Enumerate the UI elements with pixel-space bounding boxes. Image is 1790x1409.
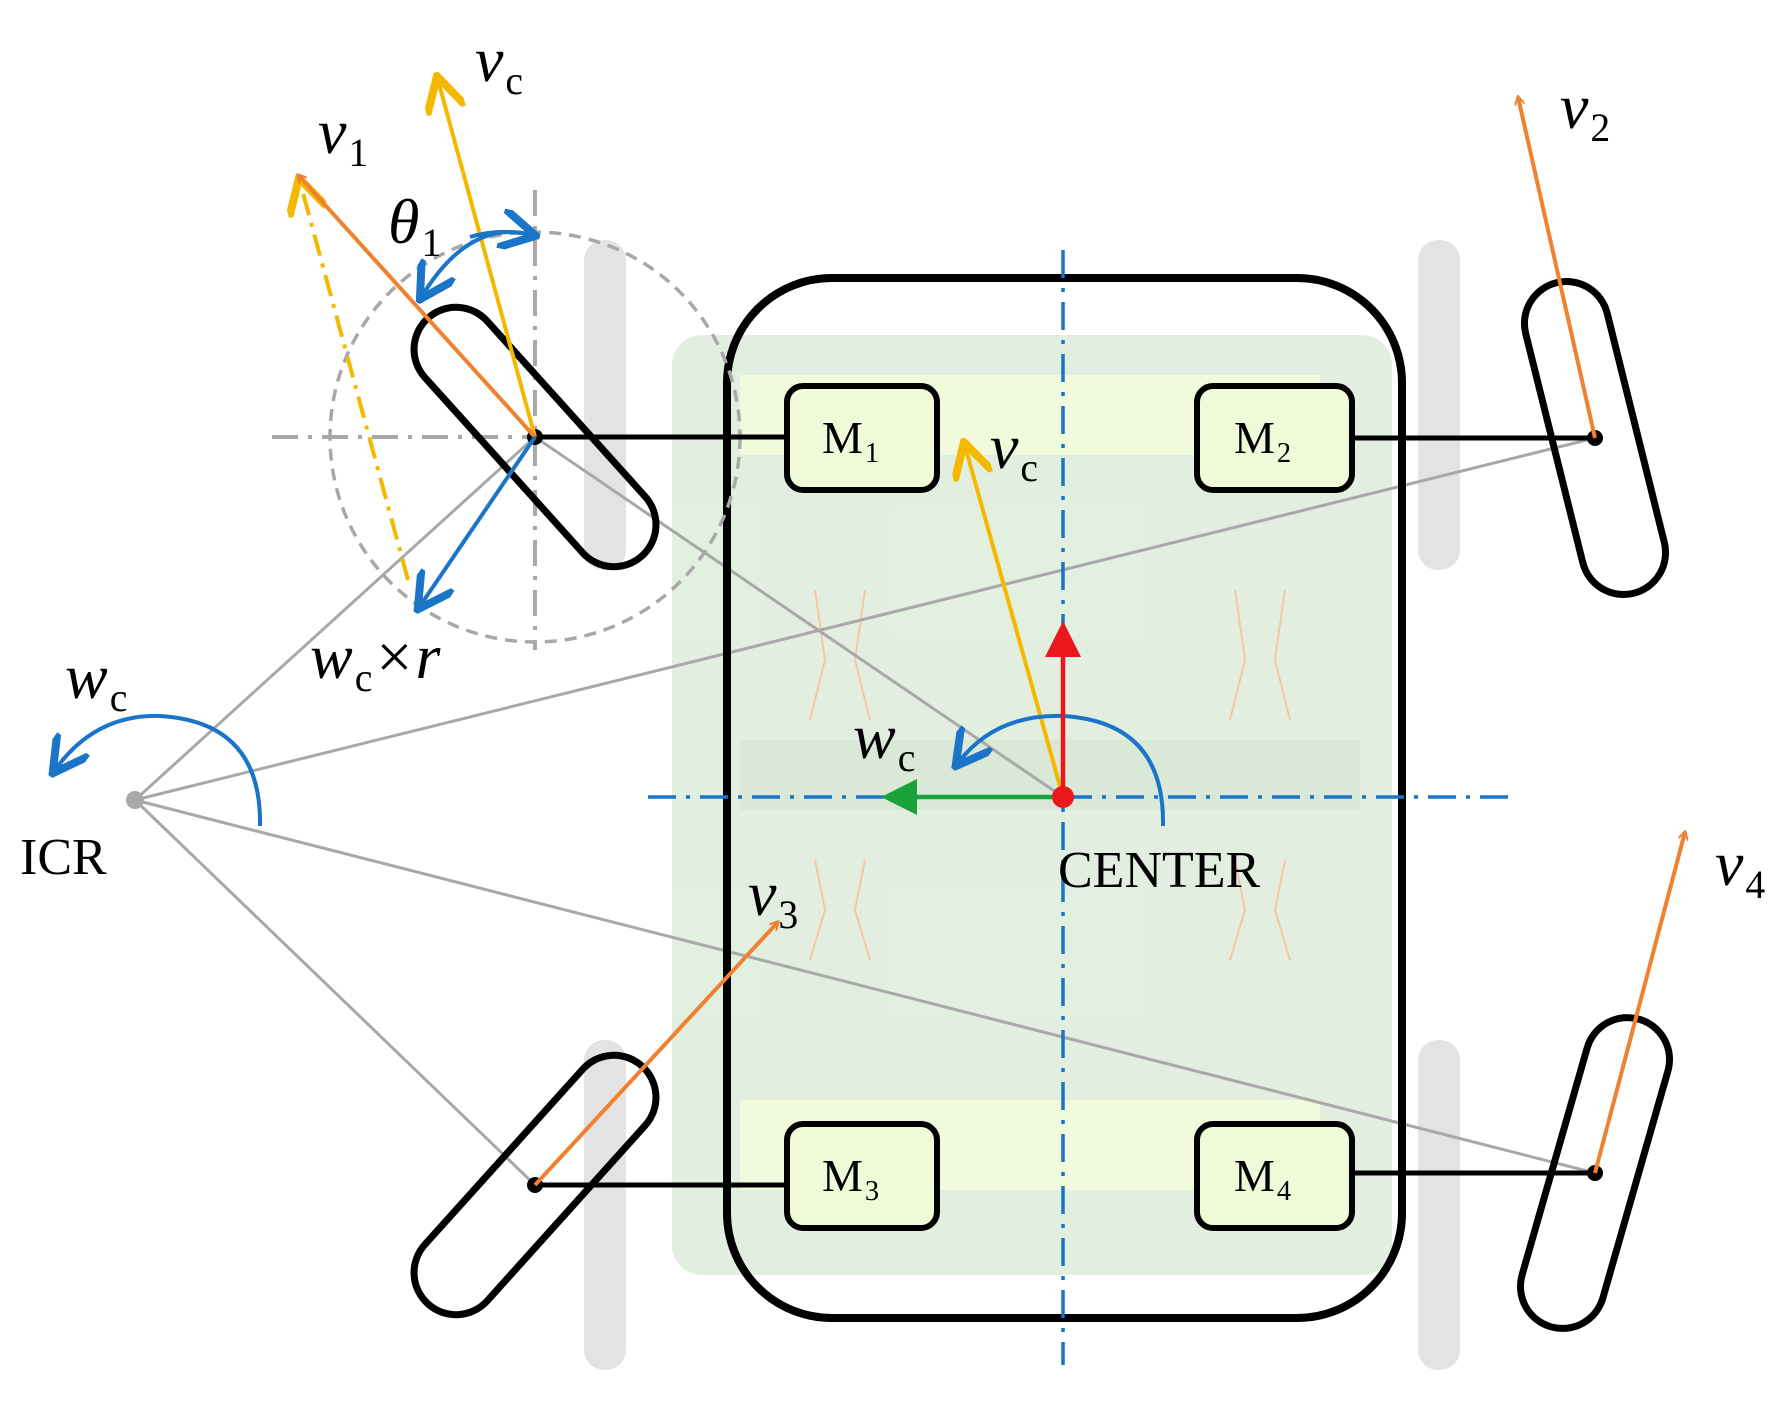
wheel-3 bbox=[410, 1051, 660, 1319]
wheel-4 bbox=[1516, 1014, 1674, 1332]
bg-wheel-2 bbox=[1418, 240, 1460, 570]
v4-arrow bbox=[1593, 832, 1685, 1174]
motor-box-3 bbox=[784, 1121, 940, 1231]
vc-top-label: vc bbox=[475, 24, 524, 103]
motor-label-1: M1 bbox=[822, 412, 880, 470]
motor-label-4: M4 bbox=[1234, 1150, 1292, 1208]
v4-label: v4 bbox=[1715, 828, 1766, 907]
theta1-label: θ1 bbox=[388, 186, 442, 265]
wc-icr-arc bbox=[55, 713, 263, 827]
wc-icr-label: wc bbox=[65, 641, 128, 720]
theta1-arc-start bbox=[469, 232, 532, 237]
motor-box-4 bbox=[1194, 1121, 1355, 1231]
motor-boxes bbox=[784, 383, 1355, 1231]
center-label: CENTER bbox=[1058, 842, 1261, 899]
v3-label: v3 bbox=[748, 858, 799, 937]
v1-label: v1 bbox=[318, 96, 369, 175]
center-axes bbox=[648, 250, 1515, 1365]
wc-center-label: wc bbox=[853, 701, 916, 780]
wcr-arrow bbox=[420, 435, 537, 606]
v2-label: v2 bbox=[1560, 71, 1611, 150]
wc-r-label: wc×r bbox=[310, 621, 441, 700]
vc-arrow-top bbox=[438, 80, 537, 438]
vc-arrow-center bbox=[965, 446, 1065, 798]
motor-label-3: M3 bbox=[822, 1150, 880, 1208]
v2-arrow bbox=[1518, 97, 1597, 439]
v3-arrow bbox=[533, 922, 778, 1187]
icr-label: ICR bbox=[20, 829, 107, 886]
vc-center-label: vc bbox=[990, 411, 1039, 490]
vc-dashed-arrow bbox=[300, 182, 410, 581]
icr-point bbox=[126, 791, 144, 809]
bg-wheel-4 bbox=[1418, 1040, 1460, 1370]
bg-wheel-1 bbox=[584, 240, 626, 570]
motor-box-1 bbox=[784, 383, 940, 493]
wheel-2 bbox=[1520, 278, 1670, 598]
motor-box-2 bbox=[1194, 383, 1355, 493]
center-point bbox=[1052, 786, 1074, 808]
bg-wheel-3 bbox=[584, 1040, 626, 1370]
motor-label-2: M2 bbox=[1234, 412, 1292, 470]
